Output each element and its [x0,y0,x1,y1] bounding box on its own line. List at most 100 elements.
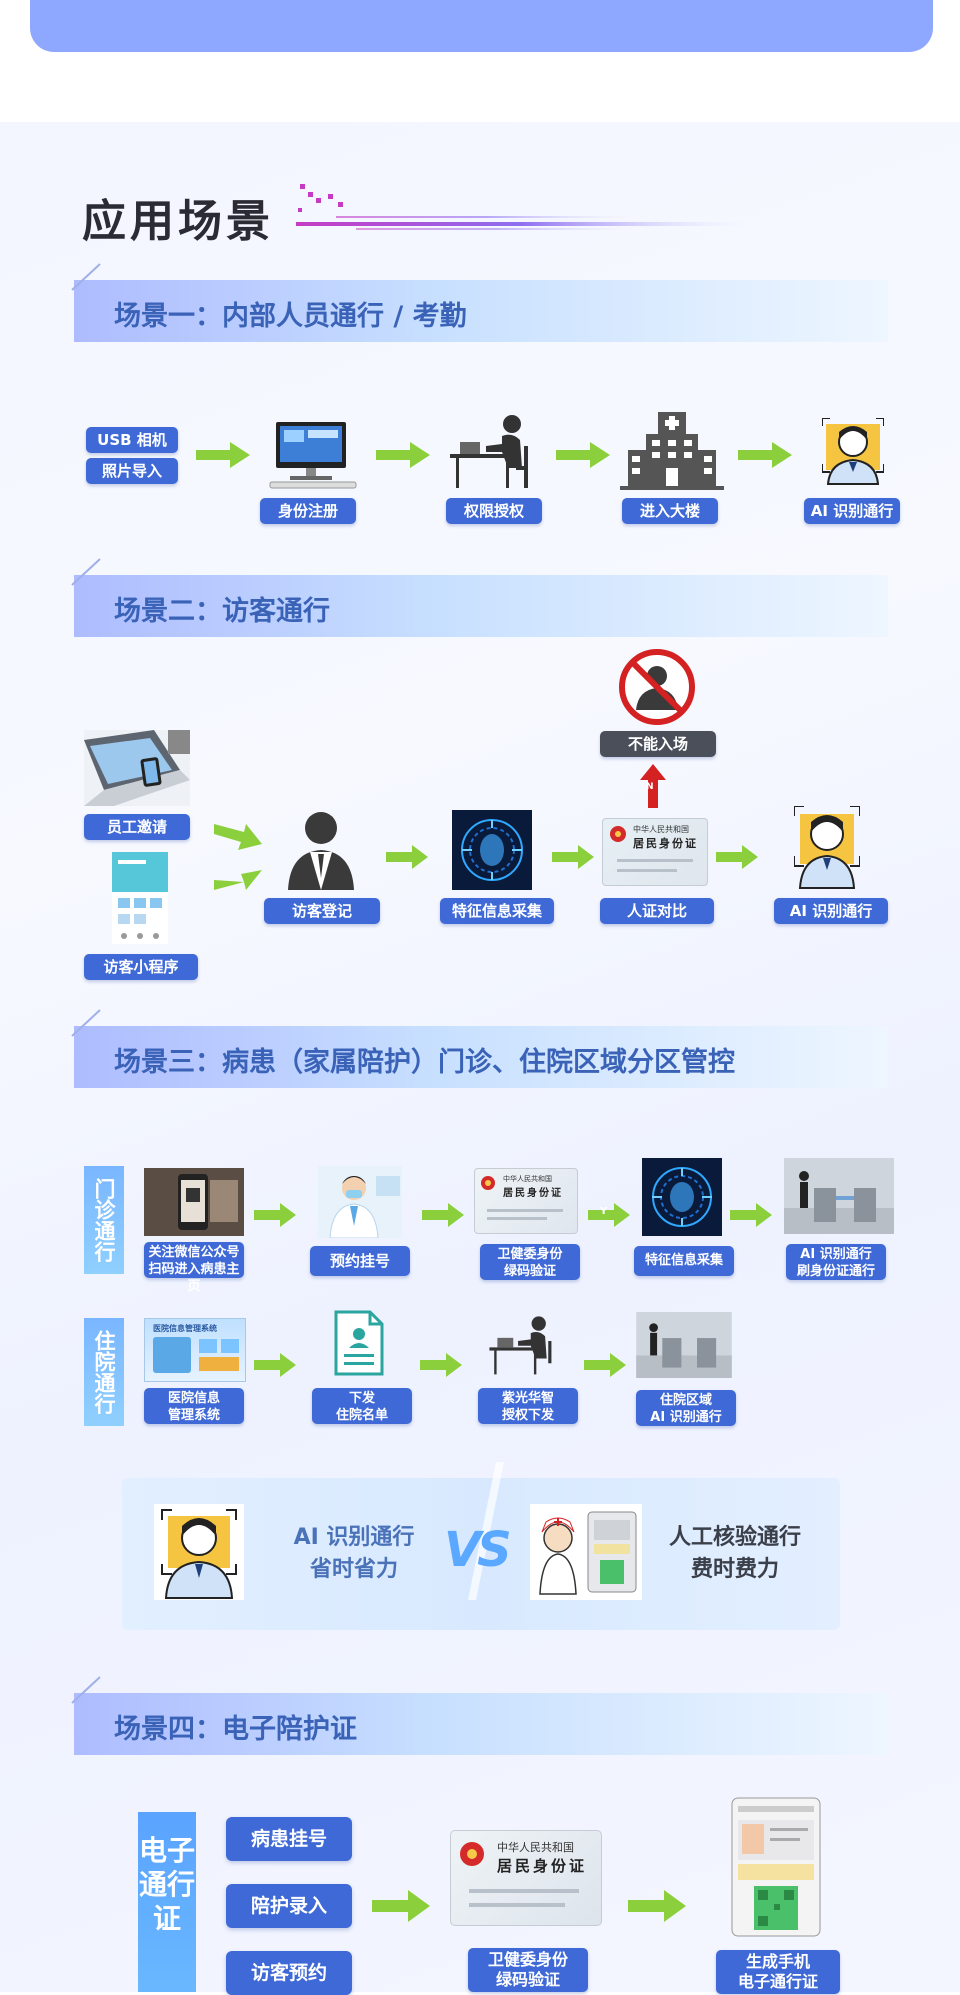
id-card-image: 中华人民共和国 居民身份证 [450,1830,602,1926]
face-recognition-icon [794,806,860,889]
id-card-line1: 中华人民共和国 [497,1841,574,1854]
turnstile-gate-image [784,1158,894,1234]
step-id-compare: 人证对比 [600,898,714,924]
step-issue-inpatient-list: 下发 住院名单 [312,1388,412,1424]
red-up-arrow-icon [640,764,666,808]
person-at-desk-icon [489,1316,552,1375]
yes-mark: Y [600,1206,608,1217]
step-health-code-2: 卫健委身份 绿码验证 [468,1948,588,1992]
step-inpatient-ai-pass: 住院区域 AI 识别通行 [636,1390,736,1426]
vs-divider [468,1462,504,1600]
inpatient-tab: 住院通行 [84,1318,124,1426]
mobile-e-pass-image [731,1797,821,1937]
step-ai-pass-2: AI 识别通行 [774,898,888,924]
step-his-system: 医院信息 管理系统 [144,1388,244,1424]
top-header-band [30,0,933,52]
step-scan-wechat: 关注微信公众号 扫码进入病患主页 [144,1242,244,1294]
mini-program-screenshot-image [112,852,168,944]
arrow-icon [376,442,430,468]
source-visitor-mini-program: 访客小程序 [84,954,198,980]
step-ai-pass-1: AI 识别通行 [804,498,900,524]
arrow-icon [214,824,262,850]
doctor-image [318,1166,402,1238]
arrow-icon [420,1353,462,1377]
arrow-icon [196,442,250,468]
vs-label: VS [444,1522,512,1578]
option-visitor-booking: 访客预约 [226,1951,352,1995]
arrow-icon [628,1890,686,1922]
id-card-image: 中华人民共和国 居民身份证 [602,818,708,886]
id-card-line2: 居民身份证 [497,1857,588,1875]
id-card-image: 中华人民共和国 居民身份证 [474,1168,578,1234]
national-emblem-icon [481,1176,495,1190]
arrow-icon [422,1203,464,1227]
arrow-icon [556,442,610,468]
photo-import-label: 照片导入 [86,458,178,484]
step-identity-register: 身份注册 [260,498,356,524]
step-feature-capture: 特征信息采集 [440,898,554,924]
scene3-title: 场景三：病患（家属陪护）门诊、住院区域分区管控 [114,1047,735,1078]
arrow-icon [552,845,594,869]
arrow-icon [372,1890,430,1922]
national-emblem-icon [460,1842,484,1866]
scene1-banner: 场景一：内部人员通行 / 考勤 [71,263,888,342]
arrow-icon [254,1353,296,1377]
arrow-icon [254,1203,296,1227]
arrow-icon [214,870,262,890]
step-generate-e-pass: 生成手机 电子通行证 [716,1950,840,1994]
scene1-title: 场景一：内部人员通行 / 考勤 [114,301,467,332]
page-title: 应用场景 [82,196,274,247]
manual-check-image [530,1504,642,1600]
id-card-line2: 居民身份证 [503,1188,563,1199]
feature-capture-image [452,810,532,890]
id-card-line2: 居民身份证 [633,837,698,850]
no-entry-icon [619,649,695,725]
outpatient-tab: 门诊通行 [84,1166,124,1274]
e-pass-tab: 电子通行证 [138,1812,196,1992]
face-recognition-icon [154,1504,244,1600]
step-health-code-1: 卫健委身份 绿码验证 [480,1244,580,1280]
step-ai-or-id-pass: AI 识别通行 刷身份证通行 [786,1244,886,1280]
arrow-icon [730,1203,772,1227]
visitor-person-icon [288,812,354,890]
no-mark: N [646,782,654,792]
his-system-screen-image: 医院信息管理系统 [144,1318,246,1382]
turnstile-gate-image [636,1312,732,1378]
step-authorize-issue: 紫光华智 授权下发 [478,1388,578,1424]
scene2-title: 场景二：访客通行 [114,596,330,627]
arrow-icon [584,1353,626,1377]
id-card-line1: 中华人民共和国 [503,1175,552,1183]
face-recognition-icon [822,418,884,485]
arrow-icon [588,1203,630,1227]
scene3-banner: 场景三：病患（家属陪护）门诊、住院区域分区管控 [71,1009,888,1088]
document-icon [334,1310,384,1376]
id-card-line1: 中华人民共和国 [633,825,689,834]
compare-right-text: 人工核验通行 费时费力 [668,1525,801,1582]
feature-capture-image [642,1158,722,1236]
title-decoration [296,184,746,230]
scene2-banner: 场景二：访客通行 [71,558,888,637]
step-enter-building: 进入大楼 [622,498,718,524]
denied-entry-label: 不能入场 [600,731,716,757]
national-emblem-icon [610,826,626,842]
person-at-desk-icon [450,415,528,488]
arrow-icon [386,845,428,869]
scene4-title: 场景四：电子陪护证 [114,1714,357,1745]
phone-scan-photo-image [144,1168,244,1236]
arrow-icon [716,845,758,869]
step-appointment: 预约挂号 [310,1246,410,1276]
arrow-icon [738,442,792,468]
step-feature-capture-3: 特征信息采集 [634,1246,734,1276]
building-icon [620,412,724,490]
option-patient-register: 病患挂号 [226,1817,352,1861]
usb-camera-label: USB 相机 [86,427,178,453]
his-screen-text: 医院信息管理系统 [153,1324,217,1333]
source-employee-invite: 员工邀请 [84,814,190,840]
laptop-photo-image [84,730,190,806]
step-permission-grant: 权限授权 [446,498,542,524]
computer-icon [269,422,357,489]
step-visitor-register: 访客登记 [264,898,380,924]
compare-left-text: AI 识别通行 省时省力 [293,1525,415,1582]
option-escort-entry: 陪护录入 [226,1884,352,1928]
scene4-banner: 场景四：电子陪护证 [71,1676,888,1755]
